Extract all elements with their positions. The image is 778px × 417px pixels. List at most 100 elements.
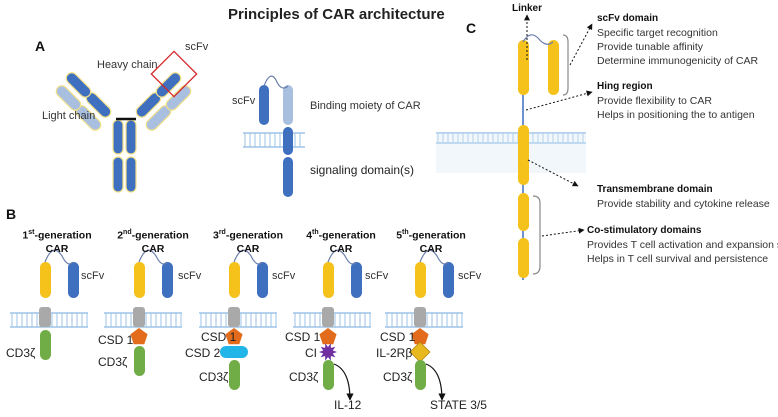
- gen4-cd3z-label: CD3ζ: [289, 370, 319, 384]
- gen4-scfv-domain: [351, 262, 362, 298]
- car-signaling: [283, 157, 293, 197]
- gen2-csd1: [130, 328, 148, 345]
- gen4-ci-label: CI: [305, 346, 317, 360]
- membranes: [10, 132, 586, 328]
- light-chain-left-vl: [55, 85, 82, 111]
- gen4-cd3z-domain: [323, 360, 334, 390]
- scfv-cylinder-right: [548, 40, 559, 95]
- gen4-output-label: IL-12: [334, 398, 362, 412]
- hinge-arrow: [525, 90, 593, 111]
- gen4-linker: [327, 249, 357, 265]
- panel-c-linker-loop: [522, 34, 554, 45]
- linker-label: Linker: [512, 3, 543, 14]
- gen4-csd1: [319, 328, 337, 345]
- panel-b-letter: B: [6, 206, 17, 222]
- scfv-domain-arrow: [569, 23, 593, 66]
- gen3-linker: [233, 249, 263, 265]
- figure-title: Principles of CAR architecture: [228, 6, 445, 23]
- gen5-output-arrow: [425, 363, 446, 401]
- gen5-transmembrane: [414, 307, 426, 327]
- car-linker: [263, 75, 289, 89]
- car-scfv-label: scFv: [232, 95, 256, 107]
- heavy-chain-fc-left-top: [112, 119, 124, 155]
- gen3-csd1: [225, 328, 243, 345]
- gen3-csd2-label: CSD 2: [185, 346, 221, 360]
- gen2-scfv-label: scFv: [178, 270, 202, 282]
- heavy-chain-fc-right-top: [125, 119, 137, 155]
- heavy-chain-left-vh: [65, 72, 92, 98]
- transmembrane-arrow: [527, 159, 579, 187]
- car-transmembrane: [283, 127, 293, 155]
- car-generations: [39, 249, 454, 401]
- costim-line-1: Provides T cell activation and expansion…: [587, 239, 778, 251]
- gen3-transmembrane: [228, 307, 240, 327]
- gen3-scfv-domain: [257, 262, 268, 298]
- costim-brace: [532, 195, 541, 275]
- gen4-ci-domain: [319, 343, 337, 361]
- heavy-chain-fc-left-bottom: [112, 156, 124, 193]
- gen3-csd1-label: CSD 1: [201, 330, 237, 344]
- panel-a-letter: A: [35, 38, 46, 54]
- transmembrane-cylinder: [518, 125, 529, 185]
- gen4-scfv-label: scFv: [365, 270, 389, 282]
- gen5-cd3z-domain: [415, 360, 426, 390]
- gen4-transmembrane: [322, 307, 334, 327]
- panel-c-letter: C: [466, 20, 477, 36]
- gen4-csd1-label: CSD 1: [285, 330, 321, 344]
- gen1-hinge: [40, 262, 51, 298]
- hinge-region-heading: Hing region: [597, 81, 653, 92]
- light-chain-right-vl: [165, 85, 192, 111]
- gen5-linker: [419, 249, 449, 265]
- gen5-cd3z-label: CD3ζ: [383, 370, 413, 384]
- gen2-cd3z-label: CD3ζ: [98, 355, 128, 369]
- antibody-scfv-label: scFv: [185, 41, 209, 53]
- gen2-cd3z-domain: [134, 346, 145, 376]
- gen1-scfv-label: scFv: [81, 270, 105, 282]
- hinge-region-line-2: Helps in positioning the to antigen: [597, 109, 755, 121]
- heavy-chain-right-vh: [155, 72, 182, 98]
- gen3-cd3z-domain: [229, 360, 240, 390]
- scfv-domain-heading: scFv domain: [597, 13, 659, 24]
- gen4-hinge: [323, 262, 334, 298]
- gen5-csd1: [411, 328, 429, 345]
- gen1-cd3z-label: CD3ζ: [6, 346, 36, 360]
- car-vh-domain: [259, 85, 269, 125]
- car-vl-domain: [283, 85, 293, 125]
- gen2-csd1-label: CSD 1: [98, 333, 134, 347]
- gen5-output-label: STATE 3/5: [430, 398, 487, 412]
- gen1-linker: [44, 249, 74, 265]
- scfv-highlight-box: [150, 50, 198, 98]
- gen5-il2rb-domain: [409, 341, 431, 363]
- transmembrane-line-1: Provide stability and cytokine release: [597, 198, 770, 210]
- transmembrane-heading: Transmembrane domain: [597, 184, 713, 195]
- gen3-scfv-label: scFv: [272, 270, 296, 282]
- costim-cylinder-1: [518, 193, 529, 231]
- gen5-scfv-domain: [443, 262, 454, 298]
- gen1-scfv-domain: [68, 262, 79, 298]
- gen3-cd3z-label: CD3ζ: [199, 370, 229, 384]
- gen3-csd2: [220, 346, 248, 358]
- scfv-brace: [562, 34, 569, 96]
- car-basic-diagram: [259, 75, 293, 197]
- gen5-il2rb-label: IL-2Rβ: [376, 346, 413, 360]
- gen2-scfv-domain: [162, 262, 173, 298]
- scfv-domain-line-2: Provide tunable affinity: [597, 41, 704, 53]
- car-domain-diagram: [518, 14, 593, 280]
- scfv-domain-line-1: Specific target recognition: [597, 27, 718, 39]
- light-chain-label: Light chain: [42, 110, 96, 122]
- costim-heading: Co-stimulatory domains: [587, 225, 702, 236]
- signaling-domain-label: signaling domain(s): [310, 163, 415, 177]
- gen5-csd1-label: CSD 1: [380, 330, 416, 344]
- panel-c-membrane-band: [436, 133, 586, 173]
- gen4-output-arrow: [333, 363, 354, 401]
- gen2-linker: [138, 249, 168, 265]
- costim-arrow: [541, 227, 585, 237]
- costim-line-2: Helps in T cell survival and persistence: [587, 253, 769, 265]
- gen1-transmembrane: [39, 307, 51, 327]
